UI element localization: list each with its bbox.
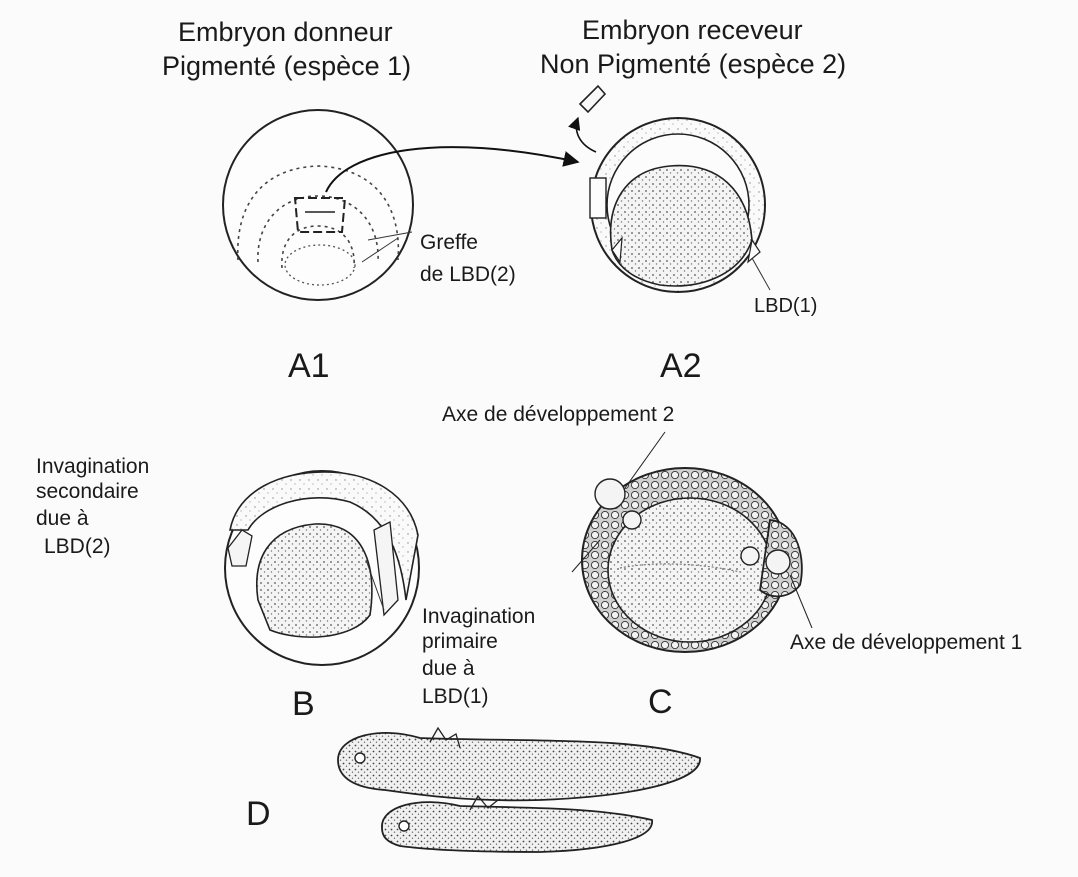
primary-invagination-label: Invagination primaire due à LBD(1) xyxy=(422,604,535,709)
panel-label-a2: A2 xyxy=(660,346,702,387)
a1-title-line1: Embryon donneur xyxy=(178,16,393,48)
panel-label-d: D xyxy=(246,794,271,835)
twin-tadpoles-d xyxy=(338,728,700,852)
axis-1-label: Axe de développement 1 xyxy=(790,630,1022,655)
graft-label-line2: de LBD(2) xyxy=(420,262,516,287)
a1-title-line2: Pigmenté (espèce 1) xyxy=(162,50,411,82)
a2-title-line1: Embryon receveur xyxy=(582,14,803,46)
host-embryo-a2 xyxy=(590,118,770,292)
panel-label-a1: A1 xyxy=(288,346,330,387)
removal-arrow xyxy=(576,118,596,152)
lbd1-label: LBD(1) xyxy=(754,294,817,318)
graft-label-line1: Greffe xyxy=(420,230,478,255)
embryo-b xyxy=(225,471,419,665)
donor-embryo-a1 xyxy=(223,110,413,300)
embryo-c xyxy=(572,432,812,652)
removed-graft-piece xyxy=(580,86,605,112)
axis-2-label: Axe de développement 2 xyxy=(442,402,674,427)
panel-label-c: C xyxy=(648,682,673,723)
a2-title-line2: Non Pigmenté (espèce 2) xyxy=(540,48,846,80)
secondary-invagination-label: Invagination secondaire due à LBD(2) xyxy=(36,454,149,559)
panel-label-b: B xyxy=(292,684,315,725)
